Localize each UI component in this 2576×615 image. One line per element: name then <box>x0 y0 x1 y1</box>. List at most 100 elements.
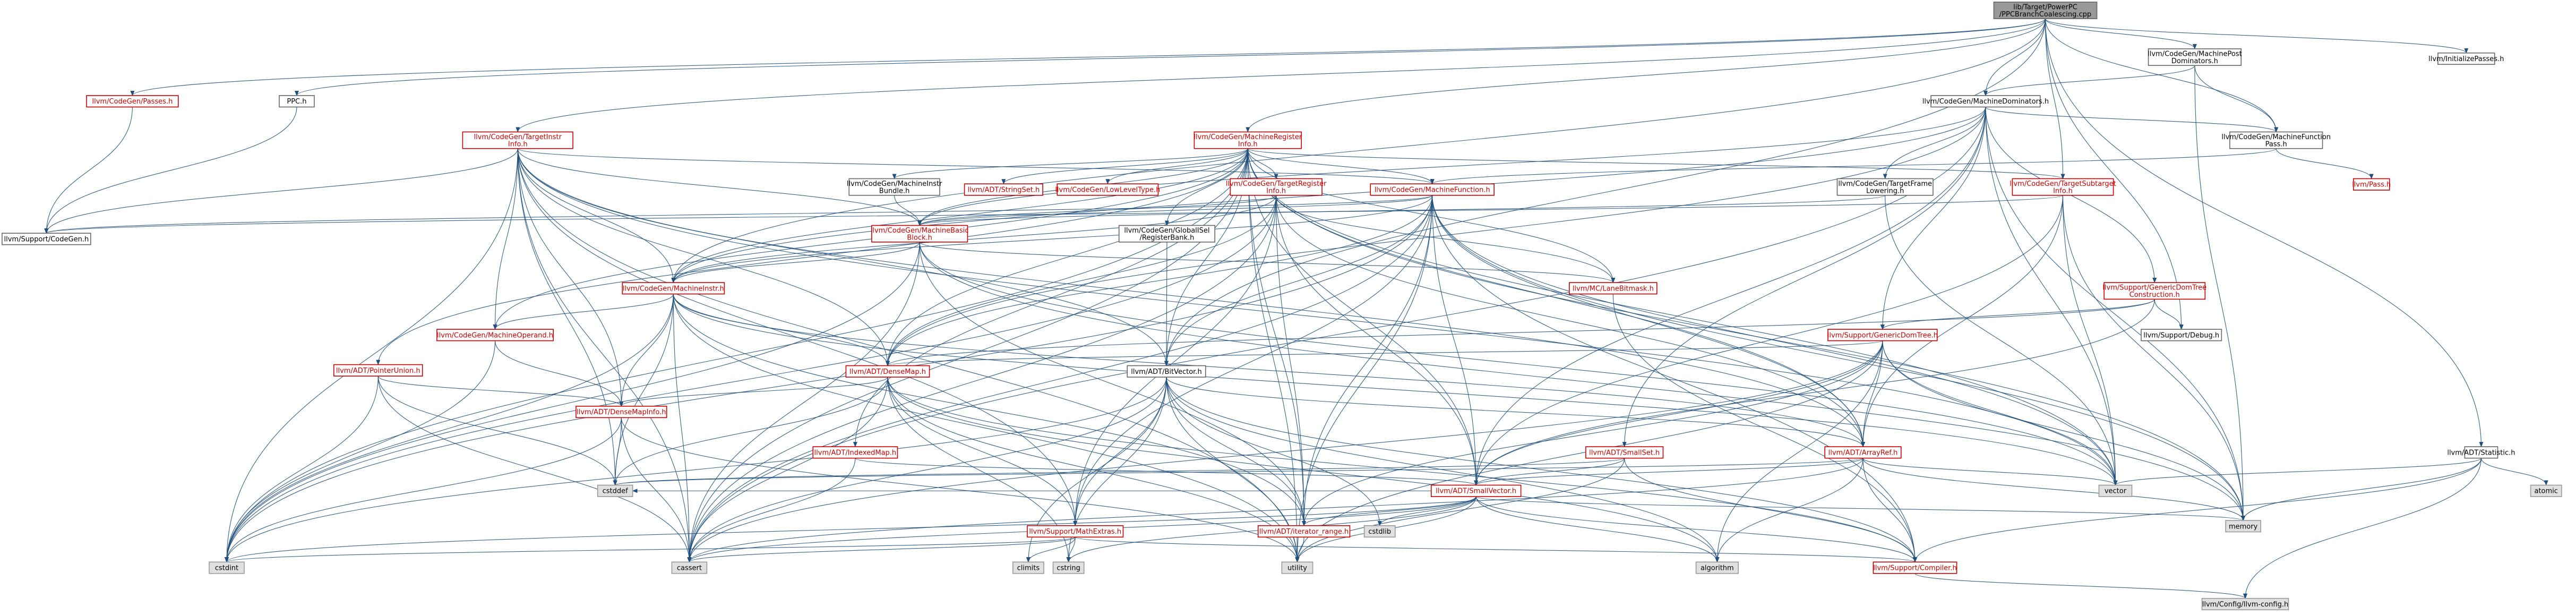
node-box-grb <box>1118 225 1216 243</box>
node-mfunc[interactable]: llvm/CodeGen/MachineFunction.h <box>1370 183 1495 196</box>
node-mathextras[interactable]: llvm/Support/MathExtras.h <box>1027 525 1124 538</box>
edge-smallset-to-utility <box>1295 458 1625 563</box>
edge-tri-to-iterrange <box>1276 195 1307 526</box>
node-label-mfunc-0: llvm/CodeGen/MachineFunction.h <box>1375 186 1490 194</box>
node-label-mpdt-1: Dominators.h <box>2171 57 2218 65</box>
node-lanebm[interactable]: llvm/MC/LaneBitmask.h <box>1569 282 1658 295</box>
node-vector[interactable]: vector <box>2098 484 2133 497</box>
edge-tri-to-smallvector <box>1276 195 1479 486</box>
node-arrayref[interactable]: llvm/ADT/ArrayRef.h <box>1824 446 1902 459</box>
node-label-iterrange-0: llvm/ADT/iterator_range.h <box>1259 528 1349 536</box>
node-box-compiler <box>1873 561 1957 574</box>
edge-statistic-to-compiler <box>1913 458 2481 563</box>
node-label-mpdt-0: llvm/CodeGen/MachinePost <box>2148 50 2242 58</box>
node-label-statistic-0: llvm/ADT/Statistic.h <box>2447 449 2515 457</box>
edge-smallvector-to-cstdint <box>225 496 1476 563</box>
node-gdtc[interactable]: llvm/Support/GenericDomTreeConstruction.… <box>2102 282 2206 300</box>
node-compiler[interactable]: llvm/Support/Compiler.h <box>1873 561 1957 574</box>
edge-mfunc-to-mathextras <box>1073 195 1433 526</box>
edge-mfunc-to-smallvector <box>1432 195 1479 486</box>
node-mop[interactable]: llvm/CodeGen/MachineOperand.h <box>436 329 554 341</box>
node-initpasses[interactable]: llvm/InitializePasses.h <box>2428 52 2504 65</box>
edge-tii-to-codegen <box>44 148 518 234</box>
node-box-cstdint <box>209 561 245 574</box>
node-passh[interactable]: llvm/Pass.h <box>2352 178 2391 191</box>
edge-gdt-to-smallvector <box>1474 340 1883 486</box>
node-grb[interactable]: llvm/CodeGen/GlobalISel/RegisterBank.h <box>1118 225 1216 243</box>
edge-minstr-to-dmi <box>619 294 674 407</box>
node-densemap[interactable]: llvm/ADT/DenseMap.h <box>845 365 930 378</box>
edge-tii-to-densemap <box>517 148 890 366</box>
node-iterrange[interactable]: llvm/ADT/iterator_range.h <box>1257 525 1351 538</box>
node-cstddef[interactable]: cstddef <box>597 484 633 497</box>
node-gdt[interactable]: llvm/Support/GenericDomTree.h <box>1827 329 1938 341</box>
edge-mfunc-to-minstr <box>671 195 1433 284</box>
edge-minstr-to-mop <box>493 294 674 330</box>
node-stringset[interactable]: llvm/ADT/StringSet.h <box>964 183 1043 196</box>
node-bitvector[interactable]: llvm/ADT/BitVector.h <box>1127 365 1206 378</box>
node-smallset[interactable]: llvm/ADT/SmallSet.h <box>1585 446 1664 459</box>
node-ptrunion[interactable]: llvm/ADT/PointerUnion.h <box>333 364 423 377</box>
node-mdt[interactable]: llvm/CodeGen/MachineDominators.h <box>1922 95 2049 108</box>
node-label-passh-0: llvm/Pass.h <box>2352 181 2391 189</box>
edge-ppch-to-codegen <box>44 107 297 234</box>
node-cstdlib[interactable]: cstdlib <box>1363 525 1396 538</box>
node-utility[interactable]: utility <box>1281 561 1313 574</box>
node-statistic[interactable]: llvm/ADT/Statistic.h <box>2447 446 2515 459</box>
node-box-indexedmap <box>812 446 898 459</box>
node-root[interactable]: lib/Target/PowerPC/PPCBranchCoalescing.c… <box>1993 2 2098 20</box>
node-minstr[interactable]: llvm/CodeGen/MachineInstr.h <box>622 282 725 295</box>
node-box-root <box>1993 2 2098 20</box>
edge-statistic-to-atomic <box>2480 458 2548 486</box>
edge-mdt-to-cassert <box>687 107 1986 563</box>
node-cstdint[interactable]: cstdint <box>209 561 245 574</box>
edge-tri-to-cstdint <box>225 195 1277 563</box>
edge-statistic-to-memory <box>2241 458 2481 521</box>
node-label-mbb-1: Block.h <box>907 234 932 242</box>
edge-mfp-to-mfunc <box>1430 148 2277 185</box>
node-memory[interactable]: memory <box>2225 520 2261 533</box>
edge-compiler-to-config <box>1914 573 2247 599</box>
edge-mri-to-stringset <box>1001 148 1248 185</box>
node-climits[interactable]: climits <box>1012 561 1044 574</box>
node-atomic[interactable]: atomic <box>2530 484 2562 497</box>
node-cstring[interactable]: cstring <box>1052 561 1085 574</box>
node-dmi[interactable]: llvm/ADT/DenseMapInfo.h <box>576 406 667 418</box>
node-label-climits-0: climits <box>1017 564 1040 572</box>
edge-dmi-to-cstddef <box>613 417 622 486</box>
node-cgpasses[interactable]: llvm/CodeGen/Passes.h <box>86 95 179 108</box>
node-smallvector[interactable]: llvm/ADT/SmallVector.h <box>1430 484 1522 497</box>
node-algorithm[interactable]: algorithm <box>1695 561 1739 574</box>
node-ppch[interactable]: PPC.h <box>279 95 315 108</box>
node-lowlevel[interactable]: llvm/CodeGen/LowLevelType.h <box>1055 183 1160 196</box>
node-indexedmap[interactable]: llvm/ADT/IndexedMap.h <box>812 446 898 459</box>
node-box-bitvector <box>1127 365 1206 378</box>
node-label-ptrunion-0: llvm/ADT/PointerUnion.h <box>336 367 420 375</box>
node-box-debug <box>2141 329 2222 341</box>
node-box-mib <box>848 178 940 196</box>
edge-mri-to-minstr <box>671 148 1248 284</box>
node-label-gdtc-1: Construction.h <box>2130 291 2180 299</box>
edge-minstr-to-densemap <box>673 294 890 366</box>
edge-tsi-to-memory <box>2062 195 2246 521</box>
edge-mri-to-ptrunion <box>376 148 1248 365</box>
edge-root-to-statistic <box>2045 19 2484 448</box>
node-cassert[interactable]: cassert <box>671 561 708 574</box>
edge-statistic-to-vector <box>2113 458 2481 486</box>
edge-mdt-to-mfp <box>1985 106 2279 133</box>
node-debug[interactable]: llvm/Support/Debug.h <box>2141 329 2222 341</box>
node-config[interactable]: llvm/Config/llvm-config.h <box>2201 597 2289 611</box>
edge-arrayref-to-cstddef <box>613 458 1864 486</box>
node-codegen[interactable]: llvm/Support/CodeGen.h <box>2 233 91 245</box>
edge-mbb-to-cstdint <box>225 242 920 563</box>
